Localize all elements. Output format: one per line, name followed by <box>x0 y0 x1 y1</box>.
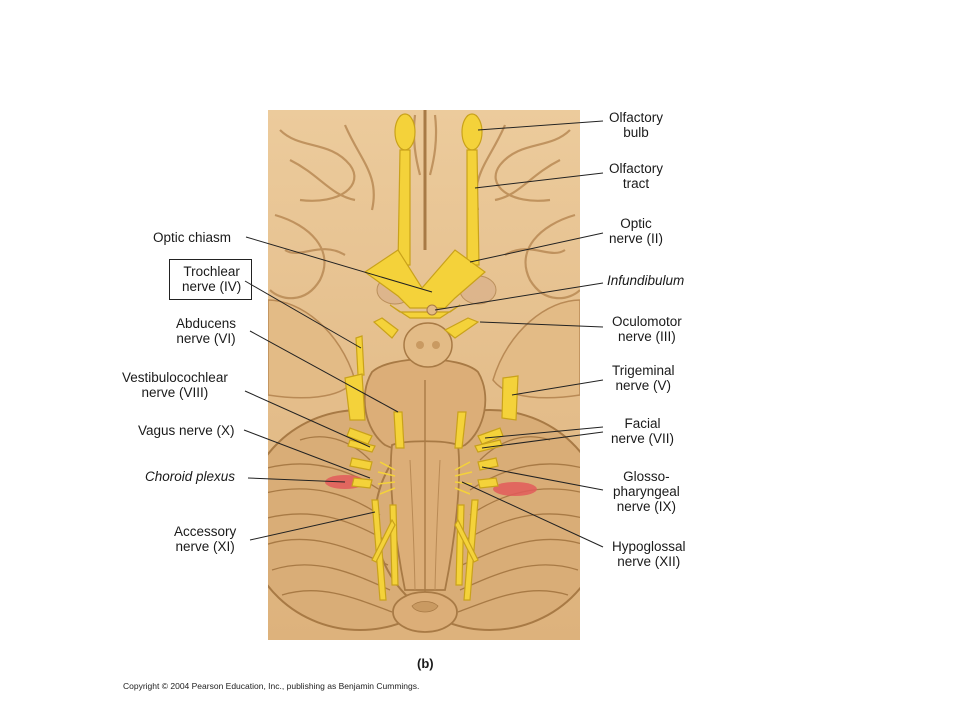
olfactory-tract-right <box>466 149 480 266</box>
copyright-notice: Copyright © 2004 Pearson Education, Inc.… <box>123 681 420 691</box>
temporal-lobe-right <box>492 299 580 399</box>
label-optic-chiasm: Optic chiasm <box>153 230 232 245</box>
label-hypoglossal-nerve: Hypoglossal nerve (XII) <box>612 539 686 569</box>
leader-lines <box>243 120 604 548</box>
label-abducens-nerve: Abducens nerve (VI) <box>176 316 237 346</box>
label-optic-nerve: Optic nerve (II) <box>609 216 664 246</box>
choroid-plexus-right <box>493 482 537 496</box>
trigeminal-nerve-right <box>501 375 519 421</box>
vestibulocochlear-nerve <box>346 427 373 445</box>
cranial-nerves <box>344 113 519 601</box>
oculomotor-nerve <box>443 317 480 339</box>
olfactory-tract-left <box>397 149 411 266</box>
label-vagus-nerve: Vagus nerve (X) <box>138 423 235 438</box>
panel-label: (b) <box>417 656 434 671</box>
nerve-rootlets <box>377 461 473 495</box>
abducens-nerve <box>393 411 405 449</box>
label-infundibulum: Infundibulum <box>607 273 685 288</box>
label-olfactory-tract: Olfactory tract <box>609 161 664 191</box>
label-choroid-plexus: Choroid plexus <box>145 469 236 484</box>
label-trigeminal-nerve: Trigeminal nerve (V) <box>612 363 675 393</box>
vagus-nerve <box>349 457 373 471</box>
label-olfactory-bulb: Olfactory bulb <box>609 110 664 140</box>
olfactory-bulb-right <box>461 113 483 151</box>
label-oculomotor-nerve: Oculomotor nerve (III) <box>612 314 682 344</box>
hypoglossal-nerve <box>455 504 465 586</box>
olfactory-bulb-left <box>394 113 416 151</box>
label-glossopharyngeal-nerve: Glosso- pharyngeal nerve (IX) <box>613 469 680 514</box>
mammillary-region <box>403 322 453 368</box>
label-accessory-nerve: Accessory nerve (XI) <box>174 524 237 554</box>
label-vestibulocochlear-nerve: Vestibulocochlear nerve (VIII) <box>122 370 228 400</box>
trochlear-nerve <box>355 335 365 376</box>
label-facial-nerve: Facial nerve (VII) <box>611 416 675 446</box>
label-trochlear-nerve: Trochlear nerve (IV) <box>169 259 253 300</box>
optic-chiasm-shape <box>363 249 486 309</box>
